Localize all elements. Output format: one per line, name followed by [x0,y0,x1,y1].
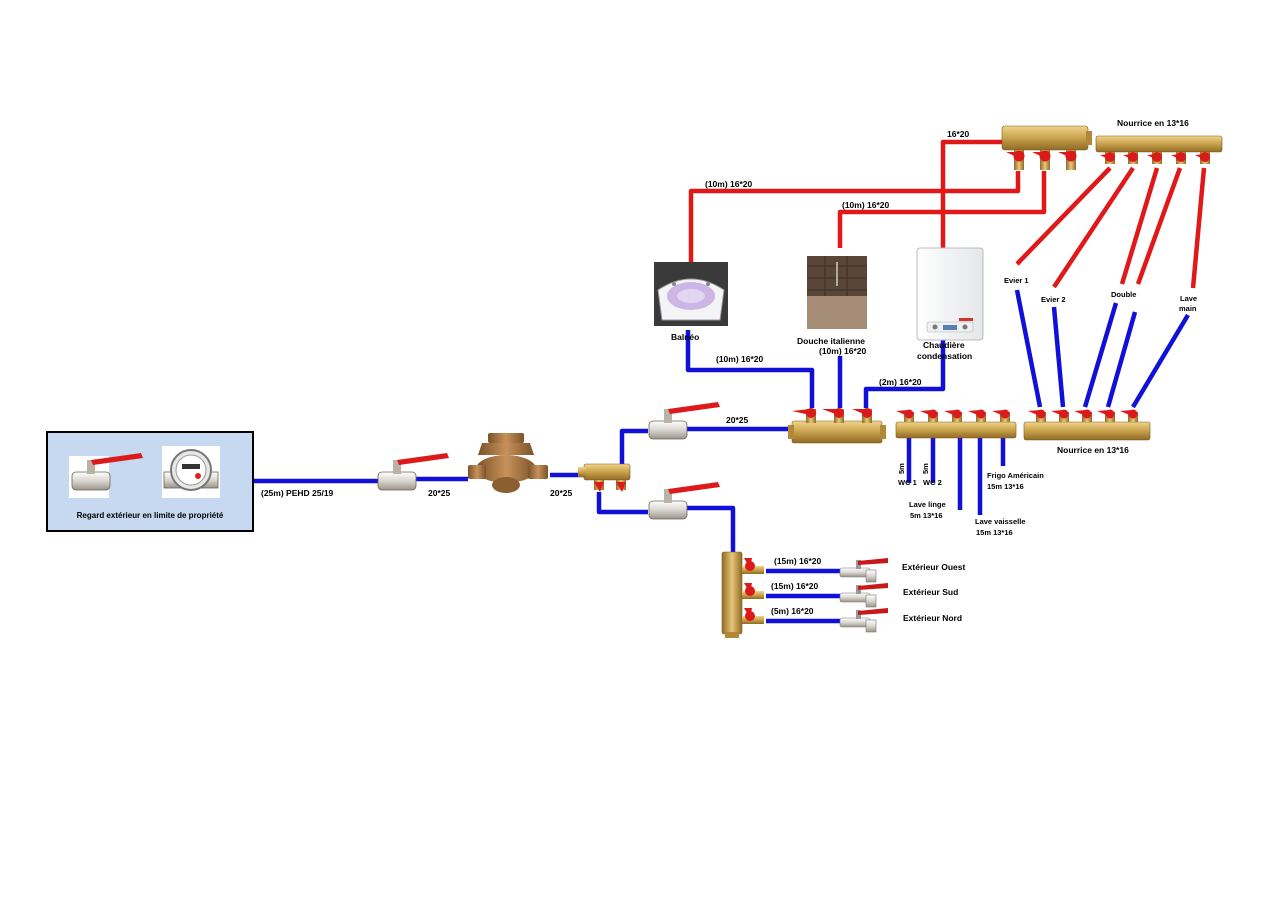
nourrice-cold-label: Nourrice en 13*16 [1057,445,1129,455]
pipe-chaudiere-cold [863,340,946,408]
pipe-balneo-cold [685,330,815,408]
ext-sud-label: Extérieur Sud [903,587,958,597]
valve-handle[interactable] [852,408,872,423]
frigo-label: 15m 13*16 [987,482,1024,491]
manifold-icon [721,551,764,638]
shower-photo [807,256,867,329]
wc2-label: WC 2 [923,478,942,487]
labels: (25m) PEHD 25/19 20*25 20*25 20*25 16*20… [261,118,1197,623]
wc1-length-label: 5m [897,463,906,474]
pressure-reducer-icon [468,433,548,493]
hot-water-pipes [688,139,1207,289]
boiler-icon [916,247,984,341]
nourrice-hot-label: Nourrice en 13*16 [1117,118,1189,128]
wc2-length-label: 5m [921,463,930,474]
douche-label: Douche italienne [797,336,865,346]
douche-hot-pipe-label: (10m) 16*20 [842,200,890,210]
manifold-icon [1001,125,1092,170]
evier2-label: Evier 2 [1041,295,1066,304]
pipe-lave-main-hot [1190,167,1207,289]
douche-cold-pipe-label: (10m) 16*20 [819,346,867,356]
pipe-lower-valve-ext-manifold [686,505,736,554]
ext-ouest-pipe-label: (15m) 16*20 [774,556,822,566]
valve-handle[interactable] [822,408,844,423]
balneo-cold-pipe-label: (10m) 16*20 [716,354,764,364]
frigo-label: Frigo Américain [987,471,1044,480]
regard-label: Regard extérieur en limite de propriété [77,511,224,520]
ball-valve-icon[interactable] [69,453,143,498]
lave-main-label: main [1179,304,1197,313]
pipe-size-label: 20*25 [726,415,748,425]
ball-valve-icon[interactable] [648,482,720,520]
garden-tap-icon[interactable] [839,558,888,583]
balneo-hot-pipe-label: (10m) 16*20 [705,179,753,189]
manifold-icon [578,463,631,492]
evier1-label: Evier 1 [1004,276,1029,285]
chaudiere-cold-pipe-label: (2m) 16*20 [879,377,922,387]
lave-linge-label: 5m 13*16 [910,511,943,520]
garden-tap-icon[interactable] [839,608,888,633]
ext-ouest-label: Extérieur Ouest [902,562,965,572]
pipe-double-a-cold [1082,302,1119,408]
lave-vaisselle-label: 15m 13*16 [976,528,1013,537]
lave-vaisselle-label: Lave vaisselle [975,517,1025,526]
manifold-icon [788,408,886,444]
ext-nord-label: Extérieur Nord [903,613,962,623]
pipe-size-label: 20*25 [428,488,450,498]
pipe-balneo-hot [688,171,1021,262]
ball-valve-icon[interactable] [648,402,720,440]
pipe-double-a-hot [1119,167,1160,285]
pipe-lave-main-cold [1131,313,1190,409]
manifold-icon [895,409,1017,439]
pipe-double-b-hot [1135,167,1183,285]
chaudiere-label: Chaudière [923,340,965,350]
pipe-size-label: 20*25 [550,488,572,498]
garden-tap-icon[interactable] [839,583,888,608]
manifold-icon [1023,409,1151,441]
lave-linge-label: Lave linge [909,500,946,509]
hot-pipe-size-label: 16*20 [947,129,969,139]
water-meter-icon [162,446,220,498]
pipe-tee-lower-valve [596,492,648,515]
ball-valve-icon[interactable] [377,453,449,491]
pipe-evier1-cold [1014,289,1043,408]
pipe-evier2-cold [1051,306,1066,408]
pipe-evier1-hot [1015,166,1112,266]
double-label: Double [1111,290,1136,299]
bathtub-photo [654,262,728,326]
pipe-tee-upper-valve [619,428,648,466]
valve-handle[interactable] [792,408,816,423]
manifold-icon [1095,135,1223,164]
ext-nord-pipe-label: (5m) 16*20 [771,606,814,616]
pehd-pipe-label: (25m) PEHD 25/19 [261,488,334,498]
pipe-double-b-cold [1105,311,1138,408]
balneo-label: Balnéo [671,332,699,342]
lave-main-label: Lave [1180,294,1197,303]
wc1-label: WC 1 [898,478,917,487]
cold-water-pipes [110,289,1190,624]
chaudiere-label: condensation [917,351,972,361]
pipe-douche-hot [837,171,1047,248]
ext-sud-pipe-label: (15m) 16*20 [771,581,819,591]
pipe-chaudiere-hot [940,139,1005,250]
pipe-evier2-hot [1052,166,1135,289]
